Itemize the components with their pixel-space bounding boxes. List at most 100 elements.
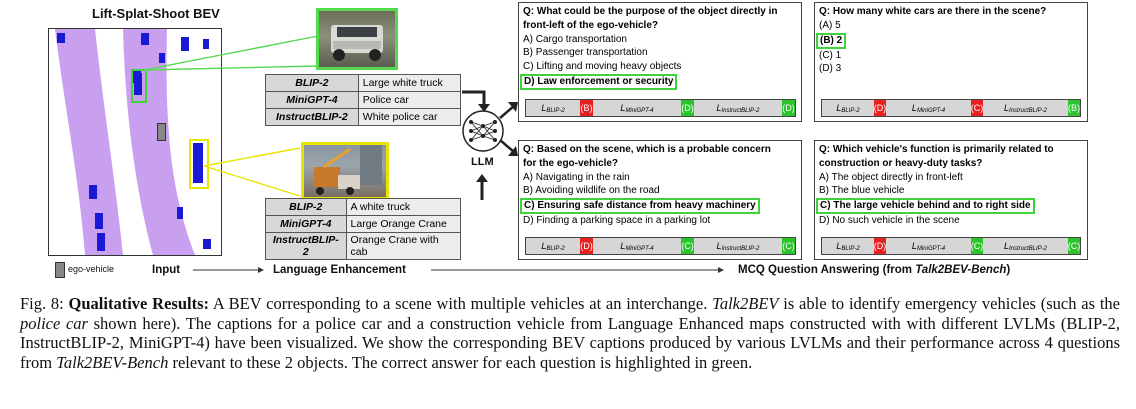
caption-text: is able to identify emergency vehicles (… [778, 294, 1120, 313]
model-label-sub: MiniGPT-4 [625, 108, 654, 114]
figure-number: Fig. 8: [20, 294, 69, 313]
model-label-letter: L [620, 103, 626, 113]
answer-option: B) Passenger transportation [523, 46, 777, 60]
correct-answer-badge: (D) [681, 100, 694, 116]
option-label: A) Navigating in the rain [523, 171, 630, 183]
caption-text: A white truck [345, 198, 462, 216]
correct-option: (B) 2 [816, 32, 1046, 49]
model-label-sub: InstructBLIP-2 [1009, 246, 1048, 252]
question-box: Q: How many white cars are there in the … [814, 2, 1088, 122]
stage-mcq-suffix: ) [1006, 264, 1011, 276]
vehicle [57, 33, 65, 43]
answer-option: (D) 3 [819, 62, 1046, 76]
crane-vehicle [193, 143, 203, 183]
stage-language-enhancement: Language Enhancement [273, 264, 406, 276]
question-box: Q: What could be the purpose of the obje… [518, 2, 802, 122]
police-car-vehicle [134, 73, 142, 95]
question-line: front-left of the ego-vehicle? [523, 19, 658, 31]
correct-answer-badge: (D) [782, 100, 795, 116]
model-label-letter: L [1003, 241, 1009, 251]
question-line: for the ego-vehicle? [523, 157, 619, 169]
correct-option: C) The large vehicle behind and to right… [816, 198, 1054, 215]
caption-em: Talk2BEV-Bench [56, 352, 169, 372]
caption-heading: Qualitative Results: [68, 294, 209, 313]
question-line: Q: Which vehicle's function is primarily… [819, 144, 1054, 155]
figure: Lift-Splat-Shoot BEV [48, 2, 1088, 278]
vehicle [89, 185, 97, 199]
llm-network-icon [462, 110, 504, 152]
answer-option: A) Navigating in the rain [523, 171, 771, 185]
question-text: Q: What could be the purpose of the obje… [520, 5, 777, 90]
question-text: Q: Which vehicle's function is primarily… [816, 143, 1054, 228]
answer-option: D) Finding a parking space in a parking … [523, 214, 771, 228]
vehicle [203, 239, 211, 249]
option-label: B) Passenger transportation [523, 47, 648, 59]
answer-option: D) No such vehicle in the scene [819, 214, 1054, 228]
model-name: BLIP-2 [265, 74, 359, 92]
caption-em: police car [20, 313, 88, 333]
ego-vehicle-legend-icon [55, 262, 65, 278]
caption-text: A BEV corresponding to a scene with mult… [209, 294, 713, 313]
ego-vehicle-legend: ego-vehicle [68, 264, 115, 274]
answer-option: A) The object directly in front-left [819, 171, 1054, 185]
vehicle [159, 53, 165, 63]
question-text: Q: Based on the scene, which is a probab… [520, 143, 771, 228]
model-label-letter: L [1003, 103, 1009, 113]
option-label: D) Finding a parking space in a parking … [523, 215, 711, 227]
caption-text: Large Orange Crane [345, 215, 462, 233]
bev-title: Lift-Splat-Shoot BEV [92, 6, 220, 21]
vehicle [95, 213, 103, 229]
caption-em: Talk2BEV [712, 294, 779, 313]
wrong-answer-badge: (D) [874, 100, 886, 116]
truck-image-icon [331, 25, 383, 61]
question-text: Q: How many white cars are there in the … [816, 5, 1046, 76]
wrong-answer-badge: (D) [580, 238, 593, 254]
question-box: Q: Based on the scene, which is a probab… [518, 140, 802, 260]
vehicle [203, 39, 209, 49]
option-label: (C) 1 [819, 49, 842, 61]
option-label: A) Cargo transportation [523, 33, 627, 45]
model-label-sub: MiniGPT-4 [916, 246, 946, 252]
option-label: C) The large vehicle behind and to right… [816, 198, 1035, 215]
model-label-letter: L [716, 103, 722, 113]
model-label-letter: L [836, 103, 842, 113]
model-label-sub: BLIP-2 [841, 108, 860, 114]
model-name: MiniGPT-4 [265, 215, 347, 233]
question-box: Q: Which vehicle's function is primarily… [814, 140, 1088, 260]
question-line: Q: Based on the scene, which is a probab… [523, 144, 771, 155]
option-label: A) The object directly in front-left [819, 171, 963, 183]
stage-mcq-prefix: MCQ Question Answering (from [738, 264, 916, 276]
vehicle [97, 233, 105, 251]
model-label-letter: L [620, 241, 626, 251]
caption-text: Large white truck [357, 74, 462, 92]
crane-image-icon [314, 145, 382, 195]
llm-label: LLM [471, 156, 494, 168]
bev-map [48, 28, 222, 256]
model-label-sub: BLIP-2 [841, 246, 860, 252]
model-label-sub: InstructBLIP-2 [721, 108, 760, 114]
stage-mcq: MCQ Question Answering (from Talk2BEV-Be… [738, 264, 1010, 276]
model-name: MiniGPT-4 [265, 91, 359, 109]
option-label: C) Lifting and moving heavy objects [523, 61, 682, 73]
answer-option: (C) 1 [819, 49, 1046, 63]
figure-caption: Fig. 8: Qualitative Results: A BEV corre… [20, 294, 1120, 372]
model-label-sub: BLIP-2 [546, 108, 565, 114]
option-label: D) No such vehicle in the scene [819, 215, 960, 227]
model-name: InstructBLIP-2 [265, 108, 359, 126]
model-label-letter: L [911, 103, 917, 113]
stage-mcq-bench: Talk2BEV-Bench [915, 264, 1007, 276]
caption-text: White police car [357, 108, 462, 126]
caption-text: shown here). The captions for a police c… [20, 313, 1121, 372]
model-name: InstructBLIP-2 [265, 232, 347, 260]
correct-answer-badge: (C) [971, 238, 983, 254]
